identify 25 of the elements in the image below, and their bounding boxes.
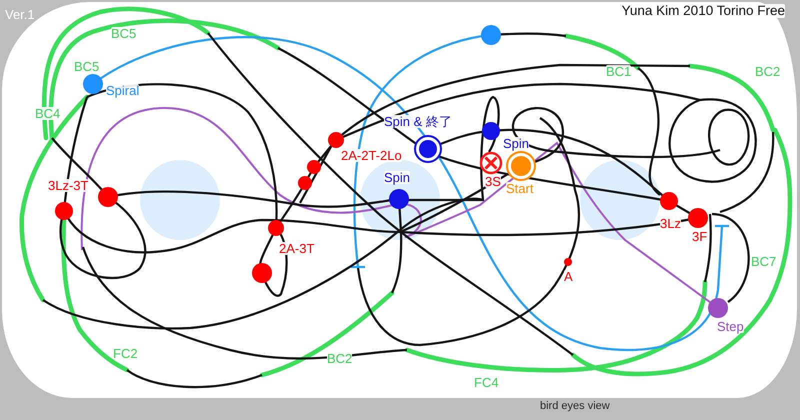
crossover-label: BC5: [74, 60, 100, 73]
spin-label: Spin & 終了: [384, 115, 452, 128]
crossover-label: BC7: [751, 255, 776, 268]
crossover-label: BC5: [111, 27, 136, 40]
jump-label: 2A-2T-2Lo: [341, 149, 402, 162]
jump-label: 3Lz-3T: [48, 179, 88, 192]
crossover-label: FC4: [474, 376, 499, 389]
crossover-label: BC2: [327, 352, 352, 365]
spiral-label: Spiral: [106, 84, 140, 97]
jump-label: 3Lz: [660, 217, 681, 230]
title: Yuna Kim 2010 Torino Free: [622, 4, 785, 18]
jump-label: 2A-3T: [279, 242, 314, 255]
crossover-label: BC1: [606, 65, 632, 78]
view-caption: bird eyes view: [540, 401, 610, 412]
point-label: A: [564, 270, 573, 283]
spin-label: Spin: [503, 137, 530, 150]
version-label: Ver.1: [5, 8, 35, 21]
crossover-label: BC4: [35, 107, 60, 120]
crossover-label: BC2: [755, 65, 780, 78]
crossover-label: FC2: [113, 347, 138, 360]
start-label: Start: [506, 182, 534, 195]
jump-label: 3F: [692, 230, 708, 243]
jump-label: 3S: [485, 175, 501, 188]
step-label: Step: [717, 320, 744, 333]
spin-label: Spin: [384, 171, 410, 184]
